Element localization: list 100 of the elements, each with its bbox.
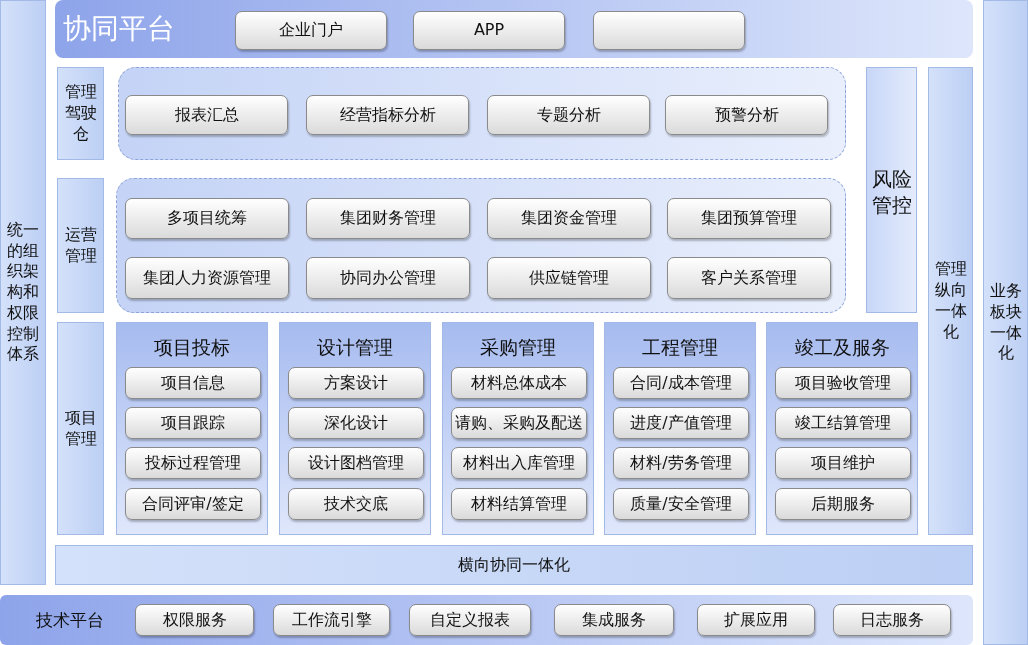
vertical-band: [55, 545, 973, 585]
button-label: 后期服务: [811, 493, 875, 515]
module-button: [306, 95, 469, 135]
button-label: 方案设计: [324, 372, 388, 394]
section-label: 项目投标: [154, 335, 230, 360]
vertical-band: [983, 0, 1028, 645]
button-label: 合同评审/签定: [142, 493, 244, 515]
module-button: [775, 447, 911, 479]
module-button: [487, 198, 651, 239]
module-button: [613, 367, 749, 399]
button-label: 材料总体成本: [471, 372, 567, 394]
module-button: [593, 11, 745, 50]
button-label: 设计图档管理: [308, 452, 404, 474]
module-button: [235, 11, 387, 50]
module-column: [116, 322, 268, 535]
button-label: 合同/成本管理: [630, 372, 732, 394]
button-label: 深化设计: [324, 412, 388, 434]
module-button: [409, 604, 531, 636]
module-button: [487, 257, 651, 299]
module-button: [667, 257, 831, 299]
module-button: [125, 488, 261, 520]
button-label: 集团预算管理: [701, 208, 797, 229]
button-label: 日志服务: [860, 609, 924, 631]
button-label: 集团财务管理: [340, 208, 436, 229]
module-button: [697, 604, 815, 636]
button-label: 进度/产值管理: [630, 412, 732, 434]
module-column: [442, 322, 594, 535]
button-label: 请购、采购及配送: [455, 412, 583, 434]
module-button: [273, 604, 390, 636]
section-label: 设计管理: [317, 335, 393, 360]
vertical-band: [57, 178, 104, 313]
module-button: [306, 198, 470, 239]
button-label: 材料结算管理: [471, 493, 567, 515]
module-column: [279, 322, 431, 535]
module-button: [775, 407, 911, 439]
button-label: 报表汇总: [174, 104, 239, 126]
vertical-band: [928, 67, 973, 535]
module-button: [288, 407, 424, 439]
vertical-band: [57, 322, 104, 535]
section-label: 工程管理: [642, 335, 718, 360]
platform-panel: [0, 595, 973, 645]
module-button: [413, 11, 565, 50]
dashed-panel: [116, 178, 846, 313]
module-button: [613, 488, 749, 520]
module-button: [613, 407, 749, 439]
button-label: 项目验收管理: [795, 372, 891, 394]
button-label: 材料出入库管理: [463, 452, 575, 474]
module-button: [125, 257, 289, 299]
module-button: [451, 488, 587, 520]
button-label: 竣工结算管理: [795, 412, 891, 434]
section-label: 管理驾驶仓: [64, 82, 97, 145]
button-label: 项目信息: [161, 372, 225, 394]
section-label: 技术平台: [36, 608, 104, 632]
vertical-band: [0, 0, 46, 585]
section-label: 运营管理: [64, 224, 97, 267]
section-label: 统一的组织架构和权限控制体系: [7, 219, 39, 366]
button-label: 扩展应用: [724, 609, 788, 631]
button-label: 权限服务: [162, 609, 227, 631]
button-label: APP: [473, 20, 505, 41]
button-label: 项目维护: [811, 452, 875, 474]
platform-panel: [55, 0, 973, 58]
button-label: 预警分析: [714, 104, 779, 126]
module-button: [667, 198, 831, 239]
module-button: [288, 488, 424, 520]
section-label: 管理纵向一体化: [934, 259, 967, 343]
button-label: 经营指标分析: [339, 104, 436, 126]
module-button: [125, 367, 261, 399]
module-button: [288, 447, 424, 479]
button-label: 集团人力资源管理: [143, 267, 271, 289]
button-label: 技术交底: [324, 493, 388, 515]
button-label: 工作流引擎: [291, 609, 372, 631]
module-button: [665, 95, 828, 135]
button-label: 客户关系管理: [701, 267, 797, 289]
dashed-panel: [118, 67, 846, 160]
vertical-band: [866, 67, 917, 313]
module-button: [554, 604, 674, 636]
module-button: [306, 257, 470, 299]
button-label: 项目跟踪: [161, 412, 225, 434]
vertical-band: [57, 67, 104, 160]
module-button: [487, 95, 650, 135]
module-button: [125, 95, 288, 135]
button-label: 多项目统筹: [167, 208, 247, 229]
module-button: [613, 447, 749, 479]
button-label: 协同办公管理: [340, 267, 436, 289]
module-button: [288, 367, 424, 399]
button-label: 质量/安全管理: [630, 493, 732, 515]
module-button: [125, 407, 261, 439]
section-label: 采购管理: [480, 335, 556, 360]
module-button: [451, 367, 587, 399]
module-button: [833, 604, 951, 636]
button-label: 集团资金管理: [521, 208, 617, 229]
module-column: [604, 322, 756, 535]
module-button: [451, 447, 587, 479]
module-button: [775, 488, 911, 520]
button-label: 供应链管理: [529, 267, 609, 289]
module-button: [125, 447, 261, 479]
section-label: 业务板块一体化: [989, 280, 1022, 365]
button-label: 集成服务: [582, 609, 646, 631]
button-label: 企业门户: [279, 20, 343, 41]
module-button: [135, 604, 254, 636]
